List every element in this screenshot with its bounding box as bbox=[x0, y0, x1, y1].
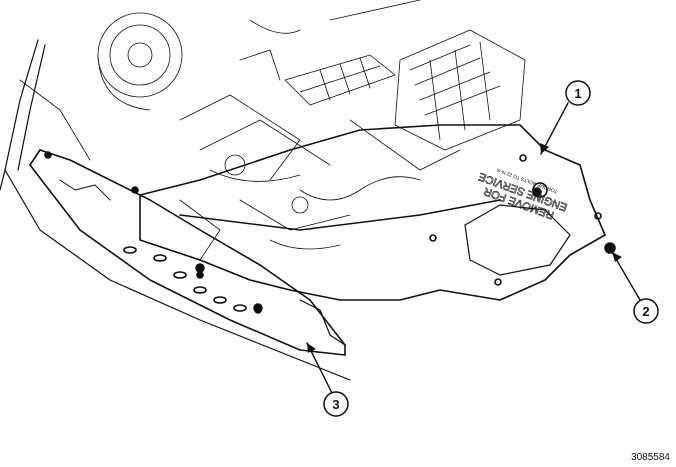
callout-3-number: 3 bbox=[332, 397, 339, 412]
callout-1-number: 1 bbox=[574, 86, 581, 101]
air-deflector bbox=[29, 149, 346, 356]
callout-1 bbox=[540, 80, 591, 155]
callout-3 bbox=[306, 342, 349, 417]
belly-pan-shield bbox=[123, 124, 616, 313]
engine-components bbox=[19, 0, 526, 261]
shield-lettering: REMOVE FOR ENGINE SERVICE TORQUE BOLTS T… bbox=[477, 166, 569, 221]
callout-2 bbox=[611, 251, 659, 324]
front-fascia bbox=[0, 39, 351, 381]
figure-id: 3085584 bbox=[631, 452, 670, 463]
callout-2-number: 2 bbox=[642, 304, 649, 319]
